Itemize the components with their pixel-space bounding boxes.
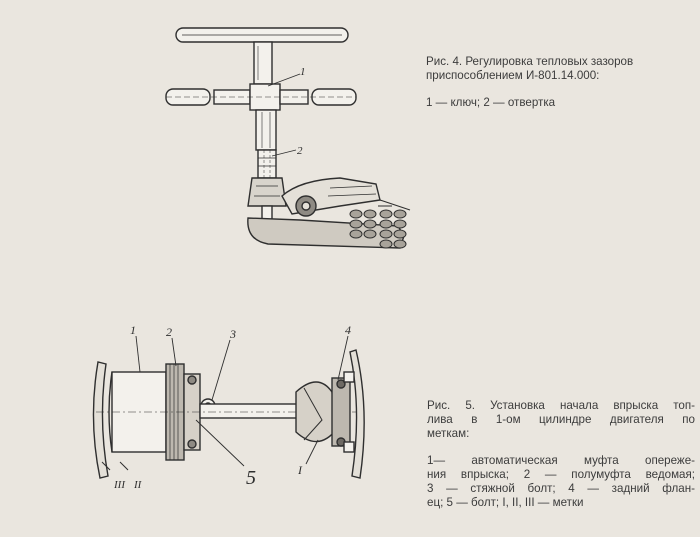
fig4-callout-2: 2	[297, 145, 303, 157]
figure-5-caption: Рис. 5. Установка начала впрыска топ- ли…	[427, 399, 695, 510]
fig4-caption-line-2: приспособлением И-801.14.000:	[426, 69, 600, 82]
fig5-legend-line-3: 3 — стяжной болт; 4 — задний флан-	[427, 482, 695, 495]
fig5-caption-line-2: лива в 1-ом цилиндре двигателя по	[427, 413, 695, 426]
fig5-caption-line-1: Рис. 5. Установка начала впрыска топ-	[427, 399, 695, 412]
fig5-caption-line-3: меткам:	[427, 427, 470, 440]
fig5-legend-line-1: 1— автоматическая муфта опереже-	[427, 454, 695, 467]
fig5-callout-5: 5	[246, 467, 256, 489]
figure-4-caption: Рис. 4. Регулировка тепловых зазоров при…	[426, 55, 694, 110]
fig4-callout-1: 1	[300, 66, 306, 78]
fig5-mark-III: III	[113, 479, 126, 491]
fig5-callout-1: 1	[130, 323, 136, 337]
fig5-callout-I: I	[297, 463, 303, 477]
fig5-callout-4: 4	[345, 323, 351, 337]
fig4-caption-line-1: Рис. 4. Регулировка тепловых зазоров	[426, 55, 634, 68]
fig5-callout-3: 3	[229, 327, 236, 341]
fig4-legend: 1 — ключ; 2 — отвертка	[426, 96, 556, 109]
fig5-mark-II: II	[133, 479, 143, 491]
fig5-legend-line-4: ец; 5 — болт; I, II, III — метки	[427, 496, 584, 509]
fig5-legend-line-2: ния впрыска; 2 — полумуфта ведомая;	[427, 468, 695, 481]
fig5-callout-2: 2	[166, 325, 172, 339]
